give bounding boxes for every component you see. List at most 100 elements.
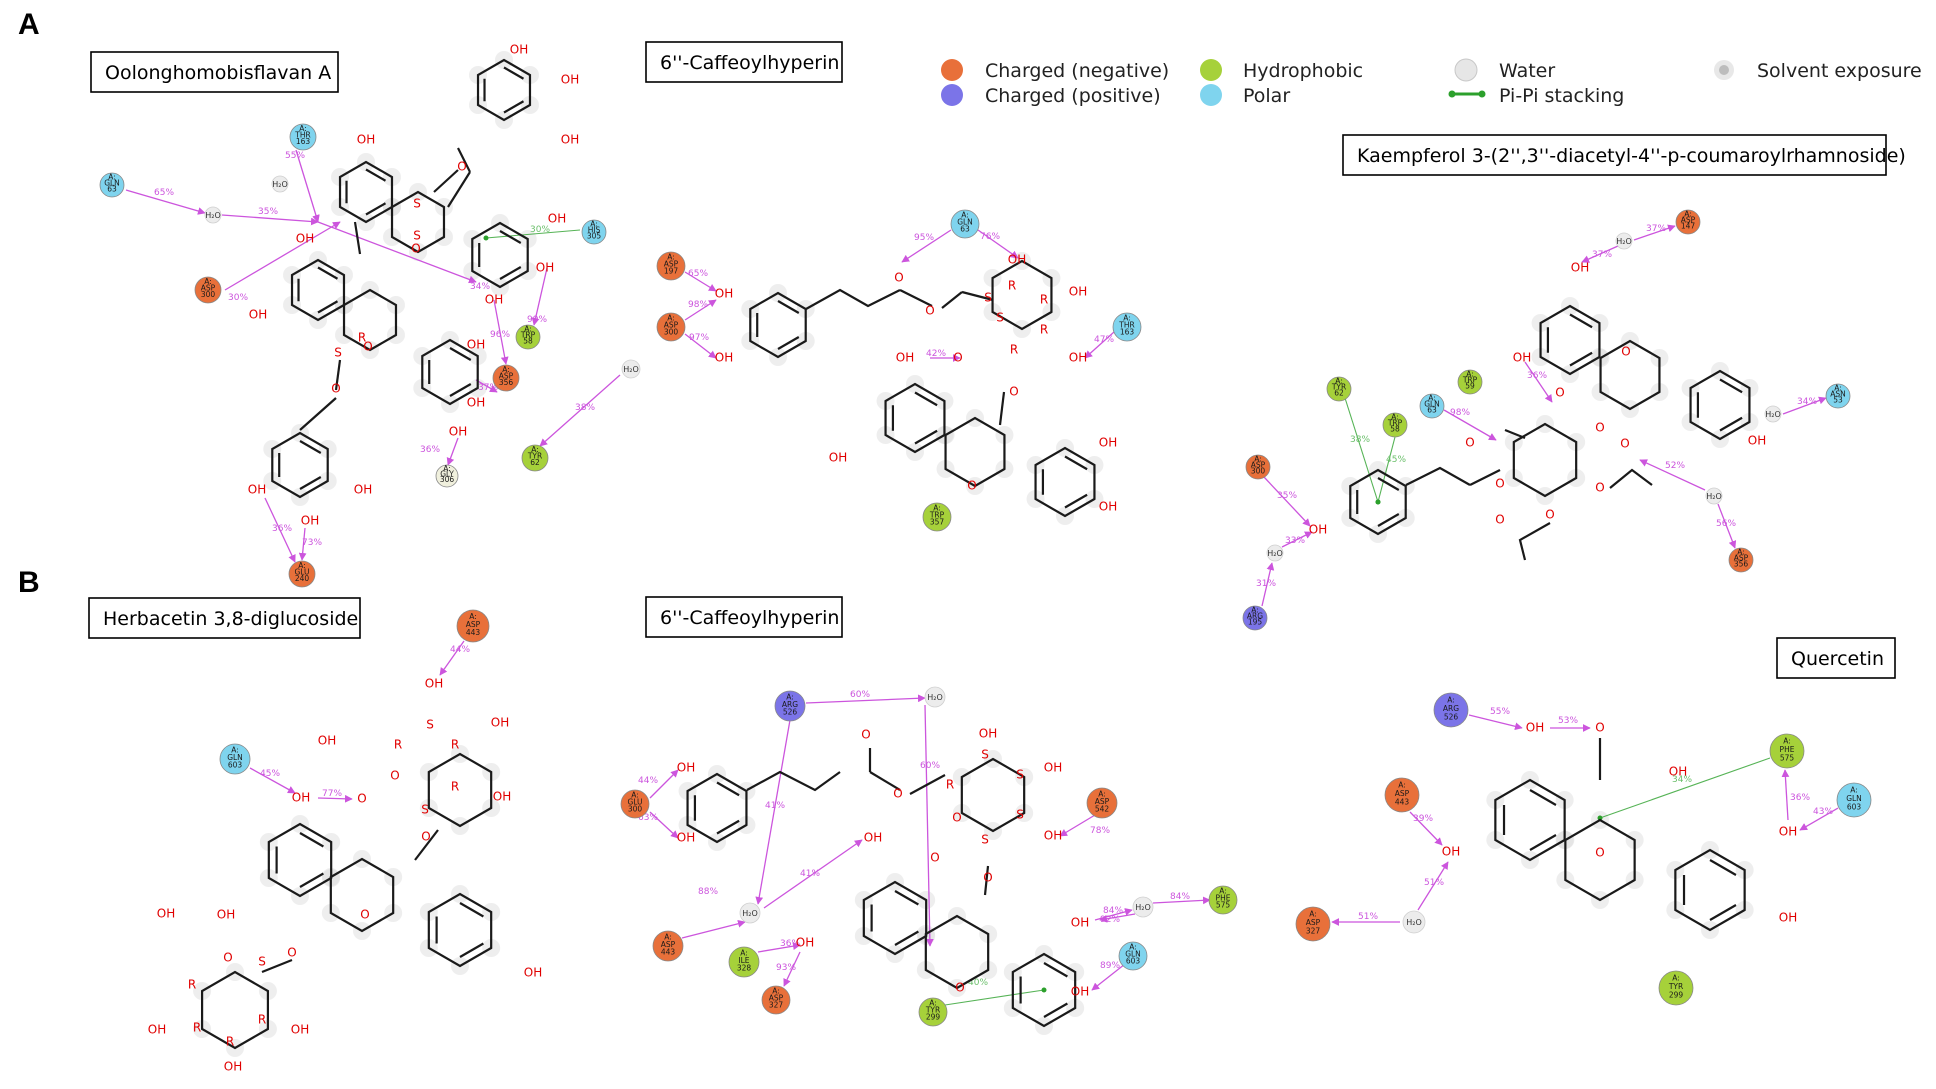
double-bond <box>317 300 339 314</box>
oxygen-label: O <box>893 787 902 801</box>
water-marker <box>1132 896 1154 918</box>
residue-marker <box>515 324 541 350</box>
residue-chain: A: <box>1783 736 1791 745</box>
residue-name: GLU <box>294 568 309 577</box>
water-label: H₂O <box>205 211 221 220</box>
stereo-label: R <box>1008 279 1016 293</box>
pi-pi-centroid <box>1597 815 1603 821</box>
residue-chain: A: <box>108 173 116 182</box>
water-marker <box>1764 405 1782 423</box>
hydroxyl-label: OH <box>301 514 319 528</box>
residue-name: ARG <box>1247 612 1263 621</box>
double-bond <box>459 902 484 918</box>
hydroxyl-label: OH <box>1099 436 1117 450</box>
water-molecule: H₂O <box>204 206 222 224</box>
residue-number: 163 <box>296 137 311 146</box>
residue-number: 300 <box>628 805 643 814</box>
hbond-line <box>125 189 206 215</box>
hbond-line <box>783 951 801 987</box>
oxygen-label: O <box>983 871 992 885</box>
hbond-line <box>1261 562 1275 607</box>
residue-chain: A: <box>667 314 675 323</box>
hbond-line <box>924 704 934 947</box>
residue-number: 575 <box>1780 753 1795 762</box>
hbond-line <box>249 767 296 794</box>
residue-number: 575 <box>1216 901 1231 910</box>
residue-name: ASP <box>1681 216 1696 225</box>
ring-bond <box>390 190 446 254</box>
double-bond <box>499 266 522 280</box>
residue-name: TYR <box>1331 383 1346 392</box>
stereo-label: S <box>996 311 1004 325</box>
residue-name: ASN <box>1830 390 1846 399</box>
hbond-line <box>295 149 320 223</box>
water-marker <box>1615 232 1633 250</box>
hydroxyl-label: OH <box>248 483 266 497</box>
residue-chain: A: <box>298 561 306 570</box>
water-molecule: H₂O <box>1266 544 1284 562</box>
water-molecule: H₂O <box>1705 487 1723 505</box>
residue-marker <box>922 502 952 532</box>
water-molecule: H₂O <box>924 686 946 708</box>
water-marker <box>1266 544 1284 562</box>
residue-marker <box>1112 312 1142 342</box>
hbond-line <box>684 299 717 321</box>
residue-chain: A: <box>1335 377 1343 386</box>
hbond-line <box>1417 861 1449 911</box>
residue-marker <box>581 219 607 245</box>
ligand-atom-layer: OOOOHOHOHOHOHOHOHOHOHOHOHOHOHOHOHOSSSROO… <box>148 43 1797 1074</box>
residue-marker <box>521 444 549 472</box>
residue-marker <box>219 743 251 775</box>
residue-number: 63 <box>1427 406 1437 415</box>
hydroxyl-label: OH <box>677 761 695 775</box>
compound-title: Oolonghomobisflavan A <box>105 62 331 84</box>
hbond-line <box>757 942 801 953</box>
residue-number: 328 <box>737 963 752 972</box>
residue-marker <box>728 946 760 978</box>
interaction-percent: 38% <box>1350 435 1370 445</box>
interaction-percent: 34% <box>1672 775 1692 785</box>
title-box-quercetin: Quercetin <box>1776 637 1896 679</box>
residue-number: 443 <box>466 628 481 637</box>
hydroxyl-label: OH <box>1513 351 1531 365</box>
bond <box>899 289 933 307</box>
residue-marker <box>1419 393 1445 419</box>
interaction-percent: 51% <box>1424 878 1444 888</box>
hbond-line <box>1639 459 1706 491</box>
ring-bond <box>749 291 807 359</box>
interaction-percent: 56% <box>1716 519 1736 529</box>
double-bond <box>777 336 800 350</box>
ring-bond <box>267 822 333 898</box>
water-molecule: H₂O <box>739 902 761 924</box>
interaction-percent: 84% <box>1170 892 1190 902</box>
interaction-percent: 35% <box>258 207 278 217</box>
panel-letter-b: B <box>18 566 40 599</box>
stereo-label: R <box>946 778 954 792</box>
bond <box>1469 469 1501 486</box>
residue-marker <box>1769 733 1805 769</box>
hydroxyl-label: OH <box>548 212 566 226</box>
bond <box>909 774 946 795</box>
residue-number: 526 <box>1444 712 1459 721</box>
hbond-line <box>649 769 679 799</box>
ring-bond <box>1539 304 1601 376</box>
ring-bond <box>944 416 1006 488</box>
ring-bond <box>200 970 270 1050</box>
residue-name: HIS <box>588 226 601 235</box>
stereo-label: S <box>1016 768 1024 782</box>
hydroxyl-label: OH <box>979 727 997 741</box>
residue-number: 327 <box>769 1001 784 1010</box>
stereo-label: S <box>981 833 989 847</box>
